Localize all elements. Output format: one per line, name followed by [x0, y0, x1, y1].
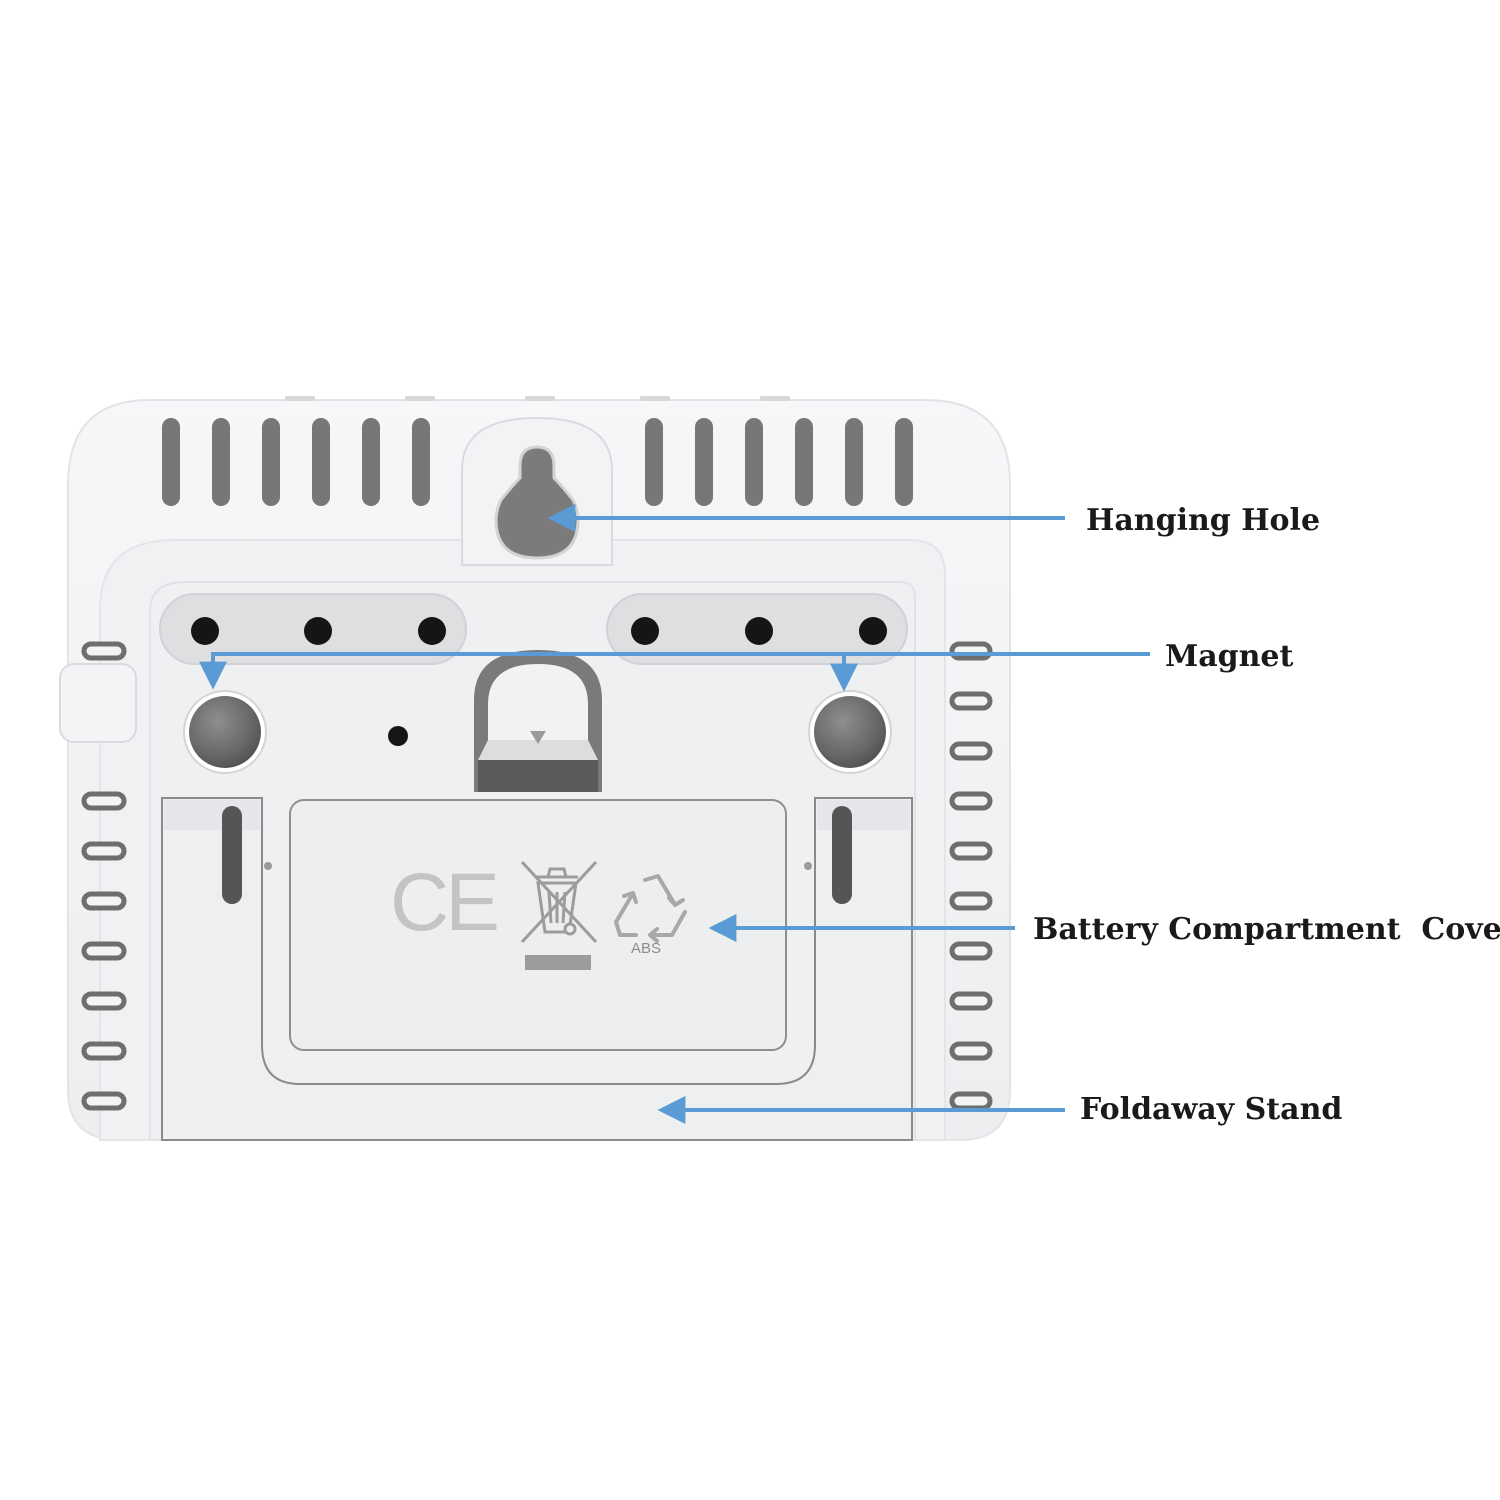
dot-strip-right	[606, 593, 908, 665]
battery-latch	[474, 650, 602, 792]
label-hanging-hole: Hanging Hole	[1086, 503, 1321, 538]
right-side-vents	[949, 641, 993, 1111]
reset-hole	[388, 726, 408, 746]
hanging-hole	[461, 416, 613, 566]
label-battery-compartment-cover: Battery Compartment Cover	[1033, 912, 1500, 947]
abs-material-mark: ABS	[631, 940, 662, 957]
ce-mark-icon: CE	[390, 857, 500, 948]
magnet-left	[183, 690, 267, 774]
arrow-magnet-left	[199, 652, 1150, 690]
left-side-vents	[81, 641, 127, 1111]
top-vent-slots	[162, 418, 913, 506]
label-magnet: Magnet	[1165, 639, 1294, 674]
label-foldaway-stand: Foldaway Stand	[1080, 1092, 1343, 1127]
callout-arrows	[199, 504, 1150, 1124]
magnet-right	[808, 690, 892, 774]
recycle-icon	[614, 874, 687, 943]
foldaway-stand	[161, 797, 913, 1141]
weee-crossed-bin-icon	[520, 860, 598, 970]
dot-strip-left	[159, 593, 467, 665]
